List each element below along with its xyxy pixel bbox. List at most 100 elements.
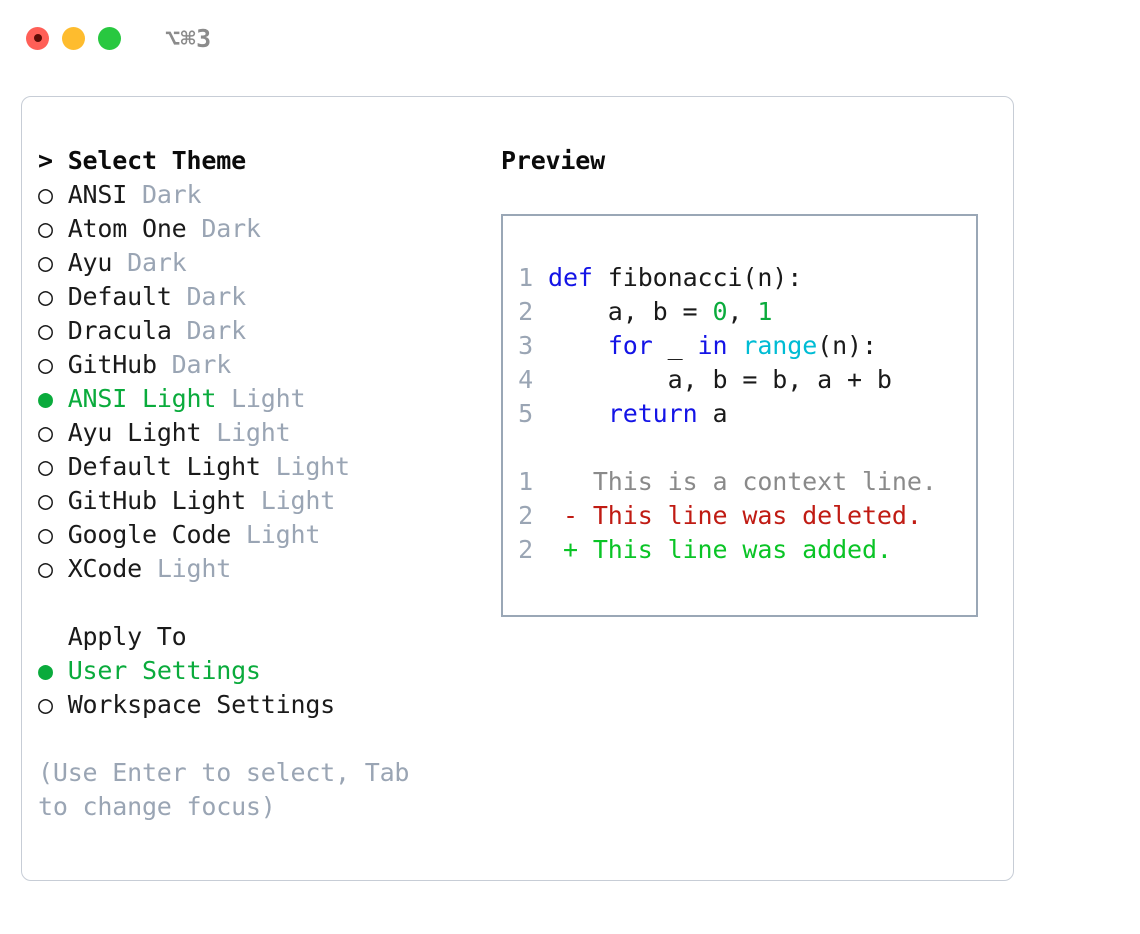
theme-option-label: Ayu Light [52,418,202,447]
maximize-button[interactable] [98,26,121,50]
theme-option-label: ANSI [52,180,128,209]
gutter-space [533,535,563,564]
theme-option-ansi-light[interactable]: ● ANSI Light Light [38,382,488,416]
code-line: 2 a, b = 0, 1 [518,295,970,329]
gutter-space [533,331,548,360]
theme-option-kind: Light [141,554,232,583]
radio-unselected-icon: ○ [38,180,53,209]
theme-option-label: GitHub Light [52,486,246,515]
diff-sample: 1 This is a context line.2 - This line w… [518,465,970,567]
theme-list[interactable]: ○ ANSI Dark○ Atom One Dark○ Ayu Dark○ De… [38,178,488,586]
preview-header: Preview [501,146,605,175]
line-number: 1 [518,467,534,496]
theme-option-default[interactable]: ○ Default Dark [38,280,488,314]
code-token: a [697,399,728,428]
radio-unselected-icon: ○ [38,350,53,379]
content-panel: > Select Theme ○ ANSI Dark○ Atom One Dar… [21,96,1014,881]
minimize-button[interactable] [62,26,85,50]
code-spacer [518,431,970,465]
theme-option-kind: Dark [112,248,187,277]
apply-to-header: Apply To [38,622,187,651]
select-theme-header: > Select Theme [38,146,246,175]
theme-option-label: Ayu [52,248,113,277]
diff-text: This is a context line. [577,467,937,496]
theme-option-kind: Light [201,418,291,447]
line-number: 1 [518,263,534,292]
theme-option-label: Google Code [52,520,232,549]
radio-unselected-icon: ○ [38,520,53,549]
theme-option-github[interactable]: ○ GitHub Dark [38,348,488,382]
apply-to-list[interactable]: ● User Settings○ Workspace Settings [38,654,488,722]
theme-selector-column: > Select Theme ○ ANSI Dark○ Atom One Dar… [38,144,488,824]
theme-option-atom-one[interactable]: ○ Atom One Dark [38,212,488,246]
theme-option-label: XCode [52,554,142,583]
line-number: 2 [518,535,534,564]
theme-option-label: Dracula [52,316,172,345]
code-token: for [607,331,653,360]
preview-column: Preview 1 def fibonacci(n):2 a, b = 0, 1… [501,144,1001,617]
shortcut-label: ⌥⌘3 [165,23,212,53]
theme-option-default-light[interactable]: ○ Default Light Light [38,450,488,484]
spacer [38,586,488,620]
apply-to-option-user-settings[interactable]: ● User Settings [38,654,488,688]
gutter-space [533,365,548,394]
diff-text: This line was deleted. [577,501,922,530]
theme-option-label: GitHub [52,350,157,379]
diff-marker [563,467,578,496]
diff-line-ctx: 1 This is a context line. [518,465,970,499]
apply-to-option-label: Workspace Settings [52,690,336,719]
line-number: 4 [518,365,534,394]
radio-unselected-icon: ○ [38,316,53,345]
line-number: 2 [518,297,534,326]
theme-option-ayu[interactable]: ○ Ayu Dark [38,246,488,280]
code-line: 1 def fibonacci(n): [518,261,970,295]
code-token [548,331,608,360]
radio-selected-icon: ● [38,384,53,413]
code-token: fibonacci(n): [592,263,803,292]
code-line: 4 a, b = b, a + b [518,363,970,397]
gutter-space [533,297,548,326]
gutter-space [533,467,563,496]
theme-option-label: Atom One [52,214,187,243]
radio-unselected-icon: ○ [38,486,53,515]
radio-unselected-icon: ○ [38,690,53,719]
code-token [727,331,742,360]
theme-option-label: ANSI Light [52,384,217,413]
code-token: range [742,331,818,360]
code-token: in [697,331,728,360]
radio-unselected-icon: ○ [38,452,53,481]
theme-option-ansi[interactable]: ○ ANSI Dark [38,178,488,212]
code-token: 1 [757,297,773,326]
diff-line-add: 2 + This line was added. [518,533,970,567]
radio-unselected-icon: ○ [38,282,53,311]
gutter-space [533,263,548,292]
theme-option-dracula[interactable]: ○ Dracula Dark [38,314,488,348]
radio-unselected-icon: ○ [38,214,53,243]
apply-to-option-workspace-settings[interactable]: ○ Workspace Settings [38,688,488,722]
apply-to-option-label: User Settings [52,656,261,685]
code-token: return [607,399,698,428]
theme-option-kind: Dark [171,282,247,311]
close-button[interactable] [26,26,49,50]
theme-option-github-light[interactable]: ○ GitHub Light Light [38,484,488,518]
line-number: 3 [518,331,534,360]
theme-option-kind: Light [216,384,306,413]
radio-unselected-icon: ○ [38,418,53,447]
code-token: def [548,263,593,292]
theme-option-kind: Dark [171,316,247,345]
line-number: 2 [518,501,534,530]
code-token: , [727,297,758,326]
theme-option-kind: Light [231,520,321,549]
theme-option-xcode[interactable]: ○ XCode Light [38,552,488,586]
code-line: 3 for _ in range(n): [518,329,970,363]
radio-selected-icon: ● [38,656,53,685]
theme-option-ayu-light[interactable]: ○ Ayu Light Light [38,416,488,450]
diff-text: This line was added. [577,535,892,564]
theme-option-kind: Light [245,486,336,515]
diff-marker: - [562,501,578,530]
theme-option-google-code[interactable]: ○ Google Code Light [38,518,488,552]
gutter-space [533,501,563,530]
